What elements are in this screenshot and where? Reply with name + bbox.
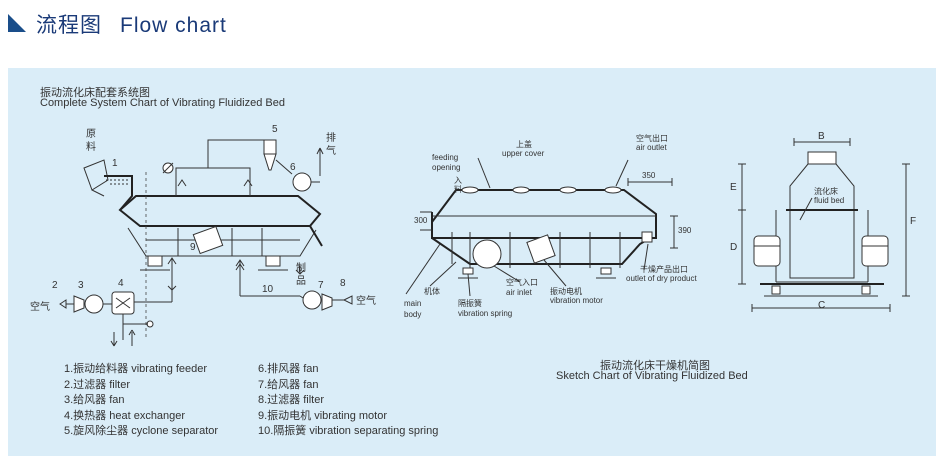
legend-item: 9.振动电机 vibrating motor [258, 409, 387, 422]
num-5: 5 [272, 124, 278, 135]
label-air-inlet-cn: 空气入口 [506, 278, 538, 287]
dim-c-label: C [818, 300, 826, 311]
label-air-outlet-cn: 空气出口 [636, 134, 668, 143]
dim-f-label: F [910, 216, 917, 227]
sketch-air-inlet [472, 239, 502, 269]
header-triangle-icon [8, 14, 26, 32]
bed-lower-body [127, 227, 317, 257]
label-air-left: 空气 [30, 302, 50, 313]
legend-item: 7.给风器 fan [258, 378, 319, 391]
vibrating-feeder [104, 175, 133, 211]
page-title: 流程图 Flow chart [36, 9, 227, 39]
num-9: 9 [190, 242, 196, 253]
filter-8 [321, 293, 333, 311]
legend-item: 1.振动给料器 vibrating feeder [64, 363, 208, 375]
label-exhaust: 排 气 [326, 133, 336, 157]
legend-item: 3.给风器 fan [64, 394, 125, 406]
num-3: 3 [78, 280, 84, 291]
legend-column-2: 6.排风器 fan 7.给风器 fan 8.过滤器 filter 9.振动电机 … [258, 362, 438, 440]
label-product: 制 品 [296, 263, 306, 287]
diagram-panel [8, 68, 936, 456]
label-dry-product-en: outlet of dry product [626, 274, 697, 283]
bed-upper-body [118, 195, 322, 227]
num-10: 10 [262, 284, 274, 295]
label-fluid-bed-cn: 流化床 [814, 187, 838, 196]
fan-7 [302, 290, 322, 310]
legend-item: 5.旋风除尘器 cyclone separator [64, 425, 219, 437]
label-air-outlet-en: air outlet [636, 143, 667, 152]
dimension-drawing [738, 138, 910, 312]
sketch-vibration-motor [526, 234, 556, 264]
label-dim-300: 300 [414, 216, 428, 225]
label-main-body-en: main body [404, 299, 422, 319]
legend-item: 10.隔振簧 vibration separating spring [258, 425, 439, 437]
num-4: 4 [118, 278, 124, 289]
exhaust-hood [175, 167, 251, 196]
page-header: 流程图 Flow chart [0, 0, 943, 48]
label-dim-390: 390 [678, 226, 692, 235]
dim-d-label: D [730, 242, 738, 253]
sketch-upper-body [431, 189, 657, 239]
page-title-cn: 流程图 [36, 14, 102, 37]
label-motor-en: vibration motor [550, 296, 603, 305]
legend-item: 2.过滤器 filter [64, 378, 131, 391]
cyclone-cone [263, 153, 277, 171]
legend-item: 6.排风器 fan [258, 363, 319, 375]
num-6: 6 [290, 162, 296, 173]
label-fluid-bed-en: fluid bed [814, 196, 845, 205]
sketch-product-outlet [641, 231, 653, 243]
system-title-cn: 振动流化床配套系统图 [40, 87, 150, 99]
exhaust-duct [207, 139, 271, 168]
label-upper-cover-cn: 上盖 [516, 140, 532, 149]
sketch-title-en: Sketch Chart of Vibrating Fluidized Bed [556, 370, 748, 382]
label-spring-en: vibration spring [458, 309, 513, 318]
label-spring-cn: 隔振簧 [458, 299, 482, 308]
system-title-en: Complete System Chart of Vibrating Fluid… [40, 97, 285, 109]
vibrating-motor-shape [192, 225, 224, 255]
label-main-body-cn: 机体 [424, 287, 440, 296]
label-raw-material: 原 料 [86, 129, 96, 153]
num-1: 1 [112, 158, 118, 169]
num-2: 2 [52, 280, 58, 291]
system-chart-drawing [59, 139, 353, 347]
spring-right [265, 255, 281, 267]
left-cylinder [753, 235, 781, 267]
spring-left [147, 255, 163, 267]
label-upper-cover-en: upper cover [502, 149, 545, 158]
sketch-drawing [405, 157, 678, 297]
top-outlet [807, 151, 837, 165]
label-feeding-opening: feeding opening [432, 153, 461, 172]
label-air-inlet-en: air inlet [506, 288, 532, 297]
num-7: 7 [318, 280, 324, 291]
filter-2 [73, 295, 85, 313]
dim-b-label: B [818, 131, 825, 142]
cyclone-top [263, 139, 277, 155]
sketch-title-cn: 振动流化床干燥机简图 [600, 360, 710, 372]
legend-column-1: 1.振动给料器 vibrating feeder 2.过滤器 filter 3.… [64, 362, 218, 440]
fan-3 [84, 294, 104, 314]
exhaust-fan-6 [292, 172, 312, 192]
right-cylinder [861, 235, 889, 267]
dim-e-label: E [730, 182, 737, 193]
label-dry-product-cn: 干燥产品出口 [640, 265, 688, 274]
label-motor-cn: 振动电机 [550, 287, 582, 296]
label-feed-cn: 入 料 [454, 176, 462, 194]
label-dim-350: 350 [642, 171, 656, 180]
num-8: 8 [340, 278, 346, 289]
legend-item: 8.过滤器 filter [258, 394, 325, 406]
legend-item: 4.换热器 heat exchanger [64, 409, 186, 422]
label-air-right: 空气 [356, 296, 376, 307]
page-title-en: Flow chart [120, 14, 227, 37]
